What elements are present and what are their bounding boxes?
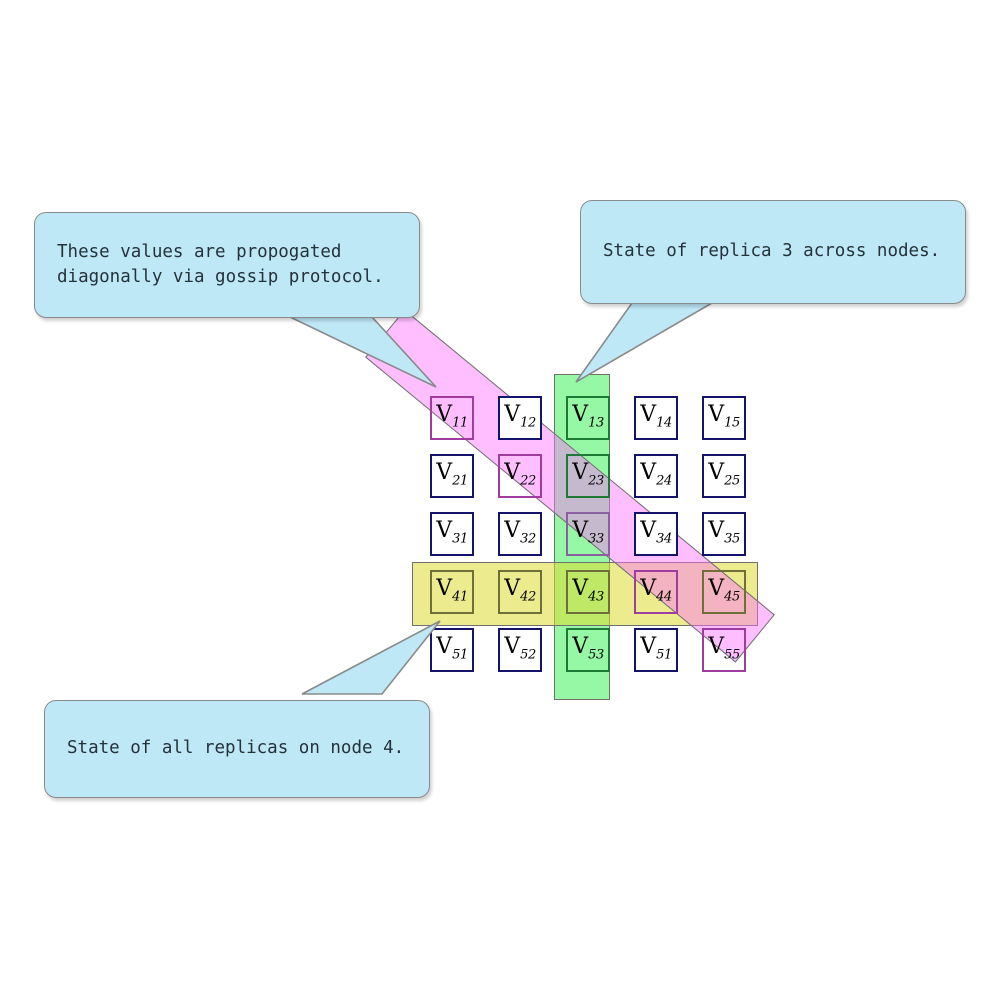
grid-cell-subscript: 43 — [588, 589, 604, 605]
callout-node-4-text: State of all replicas on node 4. — [67, 738, 405, 759]
grid-cell-label: V45 — [708, 576, 740, 605]
grid-cell-subscript: 52 — [520, 647, 536, 663]
grid-cell-label: V52 — [504, 634, 536, 663]
grid-cell-subscript: 41 — [452, 589, 468, 605]
grid-cell-label: V21 — [436, 460, 468, 489]
grid-cell-v34[interactable]: V34 — [634, 512, 678, 556]
grid-cell-label: V22 — [504, 460, 536, 489]
grid-cell-label: V13 — [572, 402, 604, 431]
replica-3-column-band — [554, 374, 610, 700]
grid-cell-label: V15 — [708, 402, 740, 431]
grid-cell-subscript: 53 — [588, 647, 604, 663]
grid-cell-subscript: 12 — [520, 415, 536, 431]
grid-cell-label: V34 — [640, 518, 672, 547]
grid-cell-v14[interactable]: V14 — [634, 396, 678, 440]
grid-cell-label: V32 — [504, 518, 536, 547]
grid-cell-label: V23 — [572, 460, 604, 489]
grid-cell-label: V11 — [436, 402, 468, 431]
grid-cell-v31[interactable]: V31 — [430, 512, 474, 556]
callout-tail-replica — [575, 302, 715, 383]
node-4-row-band — [412, 562, 758, 626]
grid-cell-v21[interactable]: V21 — [430, 454, 474, 498]
grid-cell-subscript: 51 — [452, 647, 468, 663]
grid-cell-subscript: 51 — [656, 647, 672, 663]
grid-cell-label: V25 — [708, 460, 740, 489]
callout-gossip-line-2: diagonally via gossip protocol. — [57, 267, 384, 287]
grid-cell-label: V43 — [572, 576, 604, 605]
grid-cell-v51[interactable]: V51 — [634, 628, 678, 672]
grid-cell-label: V51 — [640, 634, 672, 663]
callout-node-4: State of all replicas on node 4. — [44, 700, 430, 798]
grid-cell-subscript: 22 — [520, 473, 536, 489]
grid-cell-v51[interactable]: V51 — [430, 628, 474, 672]
grid-cell-subscript: 24 — [656, 473, 672, 489]
grid-cell-subscript: 32 — [520, 531, 536, 547]
grid-cell-subscript: 44 — [656, 589, 672, 605]
grid-cell-v24[interactable]: V24 — [634, 454, 678, 498]
callout-gossip-propagation: These values are propogated diagonally v… — [34, 212, 420, 318]
grid-cell-subscript: 31 — [452, 531, 468, 547]
grid-cell-label: V41 — [436, 576, 468, 605]
grid-cell-subscript: 13 — [588, 415, 604, 431]
grid-cell-subscript: 15 — [724, 415, 740, 431]
grid-cell-v32[interactable]: V32 — [498, 512, 542, 556]
grid-cell-subscript: 25 — [724, 473, 740, 489]
grid-cell-v25[interactable]: V25 — [702, 454, 746, 498]
grid-cell-subscript: 21 — [452, 473, 468, 489]
grid-cell-subscript: 42 — [520, 589, 536, 605]
callout-replica-3-text: State of replica 3 across nodes. — [603, 241, 941, 262]
grid-cell-label: V55 — [708, 634, 740, 663]
grid-cell-v15[interactable]: V15 — [702, 396, 746, 440]
callout-gossip-line-1: These values are propogated — [57, 241, 342, 262]
grid-cell-subscript: 33 — [588, 531, 604, 547]
grid-cell-v52[interactable]: V52 — [498, 628, 542, 672]
grid-cell-label: V42 — [504, 576, 536, 605]
grid-cell-subscript: 55 — [724, 647, 740, 663]
grid-cell-label: V24 — [640, 460, 672, 489]
grid-cell-label: V35 — [708, 518, 740, 547]
callout-replica-3: State of replica 3 across nodes. — [580, 200, 966, 304]
grid-cell-label: V53 — [572, 634, 604, 663]
grid-cell-v35[interactable]: V35 — [702, 512, 746, 556]
grid-cell-v12[interactable]: V12 — [498, 396, 542, 440]
grid-cell-label: V44 — [640, 576, 672, 605]
grid-cell-label: V12 — [504, 402, 536, 431]
grid-cell-subscript: 34 — [656, 531, 672, 547]
grid-cell-label: V33 — [572, 518, 604, 547]
grid-cell-subscript: 35 — [724, 531, 740, 547]
grid-cell-subscript: 45 — [724, 589, 740, 605]
grid-cell-subscript: 23 — [588, 473, 604, 489]
grid-cell-label: V51 — [436, 634, 468, 663]
grid-cell-subscript: 11 — [452, 415, 468, 431]
grid-cell-subscript: 14 — [656, 415, 672, 431]
grid-cell-label: V31 — [436, 518, 468, 547]
callout-tail-node — [301, 620, 441, 695]
callout-tail-diagonal — [289, 316, 437, 388]
grid-cell-label: V14 — [640, 402, 672, 431]
